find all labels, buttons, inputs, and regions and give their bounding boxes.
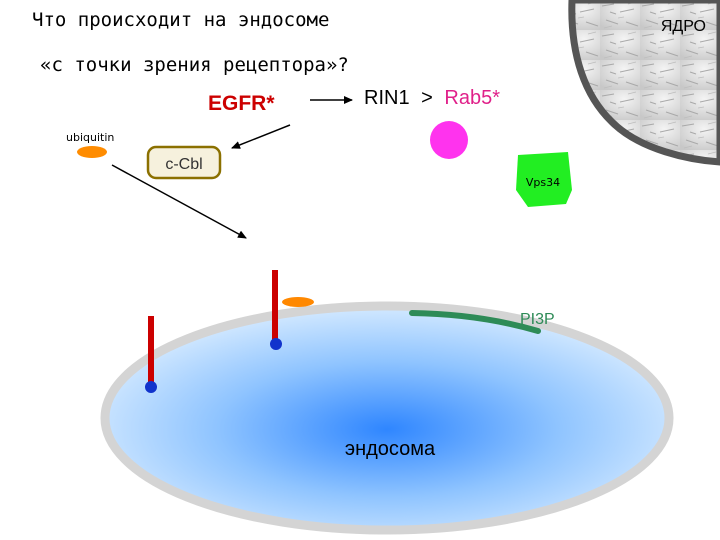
receptor — [145, 316, 157, 393]
receptor-ubiquitinated — [270, 270, 314, 350]
vps34-shape — [516, 152, 572, 207]
ccbl-box — [146, 145, 222, 180]
gt-symbol: > — [421, 87, 433, 109]
pi3p-label: PI3P — [520, 311, 555, 328]
title-line-2: «с точки зрения рецептора»? — [40, 54, 349, 76]
nucleus-label: ЯДРО — [661, 18, 706, 35]
rab5-circle — [430, 121, 468, 159]
receptor-ubiquitin — [282, 297, 314, 307]
ubiquitin-shape — [77, 146, 107, 158]
receptor-anchor — [145, 381, 157, 393]
rab5-label: Rab5* — [444, 87, 500, 109]
pi3p-patch — [409, 310, 541, 334]
egfr-label: EGFR* — [208, 92, 275, 115]
egfr-to-ccbl-arrow — [231, 124, 291, 149]
endosome — [100, 301, 674, 535]
endosome-label: эндосома — [345, 438, 436, 460]
rin1-label: RIN1 — [364, 87, 410, 109]
vps34-label: Vps34 — [526, 176, 560, 189]
pathway-line: RIN1 > Rab5* — [364, 87, 500, 109]
ccbl-label: c-Cbl — [165, 156, 202, 173]
ubiquitination-arrow — [111, 164, 247, 239]
title-line-1: Что происходит на эндосоме — [32, 9, 329, 31]
nucleus — [568, 0, 720, 166]
receptor-stalk — [148, 316, 154, 386]
ubiquitin-label: ubiquitin — [66, 131, 114, 144]
receptor-anchor — [270, 338, 282, 350]
receptor-stalk — [272, 270, 278, 342]
